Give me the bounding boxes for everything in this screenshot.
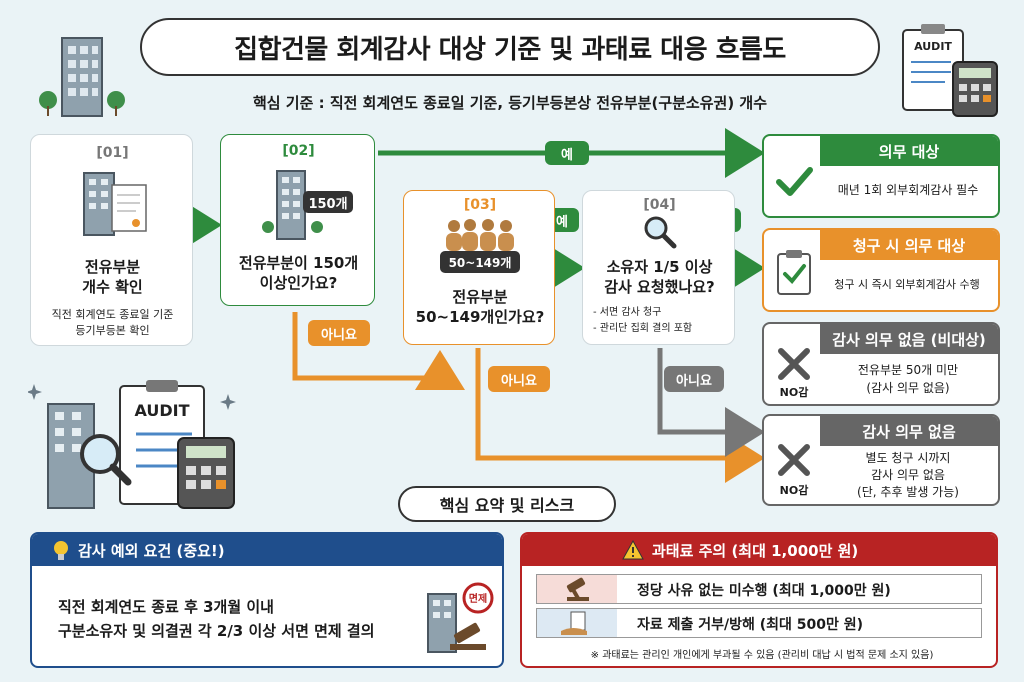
page-title: 집합건물 회계감사 대상 기준 및 과태료 대응 흐름도 — [140, 18, 880, 76]
result-on-request: 청구 시 의무 대상 청구 시 즉시 외부회계감사 수행 — [762, 228, 1000, 312]
penalty-row-2: 자료 제출 거부/방해 (최대 500만 원) — [536, 608, 982, 638]
step-01-number: [01] — [96, 145, 129, 161]
lightbulb-icon — [52, 540, 70, 562]
x-mark-icon — [776, 442, 812, 478]
result-on-request-body: 청구 시 즉시 외부회계감사 수행 — [834, 278, 980, 291]
result-not-target-body-line2: (감사 의무 없음) — [866, 381, 950, 395]
result-no-duty-body-line1: 별도 청구 시까지 — [865, 451, 951, 465]
check-icon — [774, 162, 814, 202]
exception-panel: 감사 예외 요건 (중요!) 직전 회계연도 종료 후 3개월 이내 구분소유자… — [30, 532, 504, 668]
step-02-number: [02] — [282, 143, 315, 159]
exception-line-1: 직전 회계연도 종료 후 3개월 이내 — [58, 598, 274, 616]
step-03-number: [03] — [463, 197, 497, 213]
step-03-question-line1: 전유부분 — [452, 288, 508, 306]
no-label-150: 아니요 — [308, 320, 370, 346]
step-04-number: [04] — [643, 197, 676, 213]
penalty-header — [522, 534, 996, 566]
magnifier-icon — [643, 215, 677, 249]
penalty-row-1: 정당 사유 없는 미수행 (최대 1,000만 원) — [536, 574, 982, 604]
result-no-duty-head: 감사 의무 없음 — [820, 416, 998, 446]
result-no-duty: 감사 의무 없음 NO감 별도 청구 시까지 감사 의무 없음 (단, 추후 발… — [762, 414, 1000, 506]
building-document-icon — [76, 167, 152, 237]
penalty-note: ※ 과태료는 관리인 개인에게 부과될 수 있음 (관리비 대납 시 법적 문제… — [590, 650, 934, 661]
hand-document-icon — [537, 609, 617, 637]
step-03-card: [03] 50~149개 전유부분 50~149개인가요? — [403, 190, 555, 345]
penalty-panel: 과태료 주의 (최대 1,000만 원) 정당 사유 없는 미수행 (최대 1,… — [520, 532, 998, 668]
exception-line-2: 구분소유자 및 의결권 각 2/3 이상 서면 면제 결의 — [58, 622, 375, 640]
result-no-duty-body-line3: (단, 추후 발생 가능) — [857, 485, 959, 499]
exception-header — [32, 534, 502, 566]
step-02-question-line2: 이상인가요? — [259, 274, 338, 292]
summary-title: 핵심 요약 및 리스크 — [398, 486, 616, 522]
step-04-question-line2: 감사 요청했나요? — [604, 278, 715, 296]
result-not-target-head: 감사 의무 없음 (비대상) — [820, 324, 998, 354]
step-03-question-line2: 50~149개인가요? — [415, 308, 545, 326]
penalty-row-2-text: 자료 제출 거부/방해 (최대 500만 원) — [637, 617, 864, 633]
result-not-target-body-line1: 전유부분 50개 미만 — [857, 363, 959, 377]
step-01-card: [01] 전유부분 개수 확인 직전 회계연도 종료일 기준 등기부등본 확인 — [30, 134, 193, 346]
no-label-50: 아니요 — [488, 366, 550, 392]
audit-doc-label: AUDIT — [134, 401, 189, 420]
people-group-icon — [440, 217, 520, 253]
yes-label-150: 예 — [545, 141, 589, 165]
step-04-bullet-1: - 서면 감사 청구 — [593, 307, 662, 318]
no-label-request: 아니요 — [664, 366, 724, 392]
step-01-note-line2: 등기부등본 확인 — [75, 324, 150, 337]
audit-illustration-icon: AUDIT — [26, 374, 248, 512]
audit-doc-label: AUDIT — [914, 40, 952, 53]
gavel-icon — [537, 575, 617, 603]
clipboard-check-icon — [774, 248, 814, 296]
exemption-stamp-icon: 면제 — [422, 582, 498, 658]
result-on-request-head: 청구 시 의무 대상 — [820, 230, 998, 260]
step-02-question-line1: 전유부분이 150개 — [238, 254, 359, 272]
count-50-149-badge: 50~149개 — [440, 251, 520, 273]
step-04-bullet-2: - 관리단 집회 결의 포함 — [593, 323, 693, 334]
step-04-question-line1: 소유자 1/5 이상 — [606, 258, 713, 276]
result-not-target: 감사 의무 없음 (비대상) NO감 전유부분 50개 미만 (감사 의무 없음… — [762, 322, 1000, 406]
result-no-duty-body-line2: 감사 의무 없음 — [871, 468, 945, 482]
warning-icon — [622, 539, 644, 560]
step-01-title-line2: 개수 확인 — [82, 278, 143, 296]
result-mandatory: 의무 대상 매년 1회 외부회계감사 필수 — [762, 134, 1000, 218]
result-mandatory-head: 의무 대상 — [820, 136, 998, 166]
audit-calculator-icon: AUDIT — [895, 22, 1005, 122]
x-mark-icon — [776, 346, 812, 382]
building-icon — [32, 30, 132, 120]
stamp-label: 면제 — [469, 592, 487, 605]
penalty-head-text: 과태료 주의 (최대 1,000만 원) — [652, 542, 859, 560]
result-not-target-tag: NO감 — [779, 386, 809, 399]
page-subtitle: 핵심 기준 : 직전 회계연도 종료일 기준, 등기부등본상 전유부분(구분소유… — [252, 94, 767, 112]
step-01-title-line1: 전유부분 — [84, 258, 141, 276]
penalty-row-1-text: 정당 사유 없는 미수행 (최대 1,000만 원) — [637, 583, 891, 599]
exception-head-text: 감사 예외 요건 (중요!) — [78, 542, 225, 560]
step-02-card: [02] 150개 전유부분이 150개 이상인가요? — [220, 134, 375, 306]
result-mandatory-body: 매년 1회 외부회계감사 필수 — [837, 183, 979, 197]
step-04-card: [04] 소유자 1/5 이상 감사 요청했나요? - 서면 감사 청구 - 관… — [582, 190, 735, 345]
count-150-badge: 150개 — [303, 191, 353, 213]
step-01-note-line1: 직전 회계연도 종료일 기준 — [51, 308, 174, 321]
result-no-duty-tag: NO감 — [779, 484, 809, 497]
